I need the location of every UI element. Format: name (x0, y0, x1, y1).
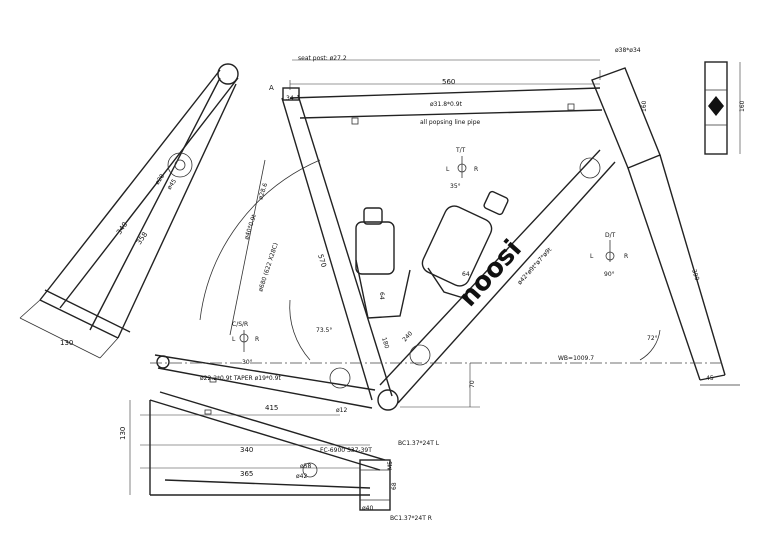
bottle-down-tube: 64 (421, 190, 509, 301)
dt-angle: 90° (604, 271, 615, 278)
down-tube-len: 240 (401, 330, 414, 343)
seat-stay-assembly: 130 340 358 ø28 ø45 (19, 63, 239, 359)
seat-cluster-circle (217, 63, 239, 85)
box-160-label: 160 (739, 100, 746, 112)
dropout-130-label: 130 (60, 339, 73, 347)
head-angle: 72° (647, 335, 658, 342)
bb-drop: 70 (469, 380, 476, 388)
chain-stay-spec: ø22.2*0.9t TAPER ø19*0.9t (200, 375, 281, 382)
head-tube-od: ø38*ø34 (615, 47, 641, 54)
cable-guides (204, 103, 575, 415)
seat-tube-diam: ø28.6 (257, 182, 269, 201)
bb-od-b: ø58 (300, 463, 311, 470)
seat-stay-340-label: 340 (115, 221, 129, 237)
wheel-size: ø680 (622 X28C) (257, 242, 279, 293)
bb-diam: ø12 (336, 407, 347, 414)
bb-shell-side (359, 459, 391, 511)
direction-arrow-icon (708, 96, 724, 116)
bb-width-68: 68 (391, 482, 398, 490)
csr-angle-marker: C/S/R L R 30° (232, 321, 259, 366)
csr-left: L (232, 336, 236, 343)
bottom-340-label: 340 (240, 446, 253, 454)
seat-tube-top-cap (282, 87, 300, 101)
seat-tube-top: 34 (286, 95, 294, 102)
bottle-seat-tube: 64 (355, 207, 411, 319)
seat-angle: 73.5° (316, 327, 332, 334)
bb-od-a: ø42 (296, 473, 307, 480)
point-a-label: A (269, 84, 274, 92)
tt-angle: 35° (450, 183, 461, 190)
cable-note: all popsing line pipe (420, 119, 481, 126)
dt-angle-marker: D/T L R 90° (590, 232, 628, 278)
dt-right: R (624, 253, 628, 260)
head-tube-box: 160 (704, 61, 746, 155)
csr-right: R (255, 336, 259, 343)
chainstay-detail: 340 365 415 130 FC-6900 S37-39T ø58 ø42 … (119, 391, 440, 522)
csr-label: C/S/R (232, 321, 248, 328)
down-bottle-64: 64 (462, 271, 470, 278)
fork-length: 390 (690, 268, 700, 281)
dt-left: L (590, 253, 594, 260)
tt-left: L (446, 166, 450, 173)
rear-axle-circle (156, 355, 170, 369)
bb-shell-spec: FC-6900 S37-39T (320, 447, 372, 454)
head-tube-length: 160 (641, 100, 648, 112)
bb-left-spec: BC1.37*24T L (398, 440, 440, 447)
tt-label: T/T (455, 147, 466, 154)
dt-label: D/T (605, 232, 616, 239)
chain-stay-415-label: 415 (265, 404, 278, 412)
seat-tube-spec: ø40*0.9t (243, 213, 258, 241)
tt-angle-marker: T/T L R 35° (446, 147, 478, 190)
seat-post-label: seat post: ø27.2 (298, 55, 347, 62)
top-tube-spec: ø31.8*0.9t (430, 101, 463, 108)
seat-stay-diam-a: ø28 (154, 173, 166, 186)
bb-m5: M5 (387, 461, 394, 470)
bb-right-spec: BC1.37*24T R (390, 515, 432, 522)
wheelbase: WB=1009.7 (558, 355, 594, 362)
bb-shell-circle (377, 389, 399, 411)
top-tube-length: 560 (442, 78, 455, 86)
bb-40: ø40 (362, 505, 373, 512)
seat-stay-358-label: 358 (135, 231, 149, 247)
seat-tube-length: 570 (316, 253, 328, 268)
tt-right: R (474, 166, 478, 173)
csr-angle: 30° (242, 359, 253, 366)
brake-bridge-circle (167, 152, 193, 178)
fork-offset: 45 (706, 375, 714, 382)
bottom-365-label: 365 (240, 470, 253, 478)
head-tube (591, 67, 661, 169)
seat-tube-180: 180 (380, 337, 390, 350)
centerlines (150, 59, 740, 408)
bottom-130-label: 130 (119, 427, 127, 440)
frame-labels: seat post: ø27.2 A 560 ø38*ø34 160 ø31.8… (200, 47, 714, 414)
main-frame (154, 67, 726, 411)
seat-bottle-64: 64 (378, 292, 385, 300)
